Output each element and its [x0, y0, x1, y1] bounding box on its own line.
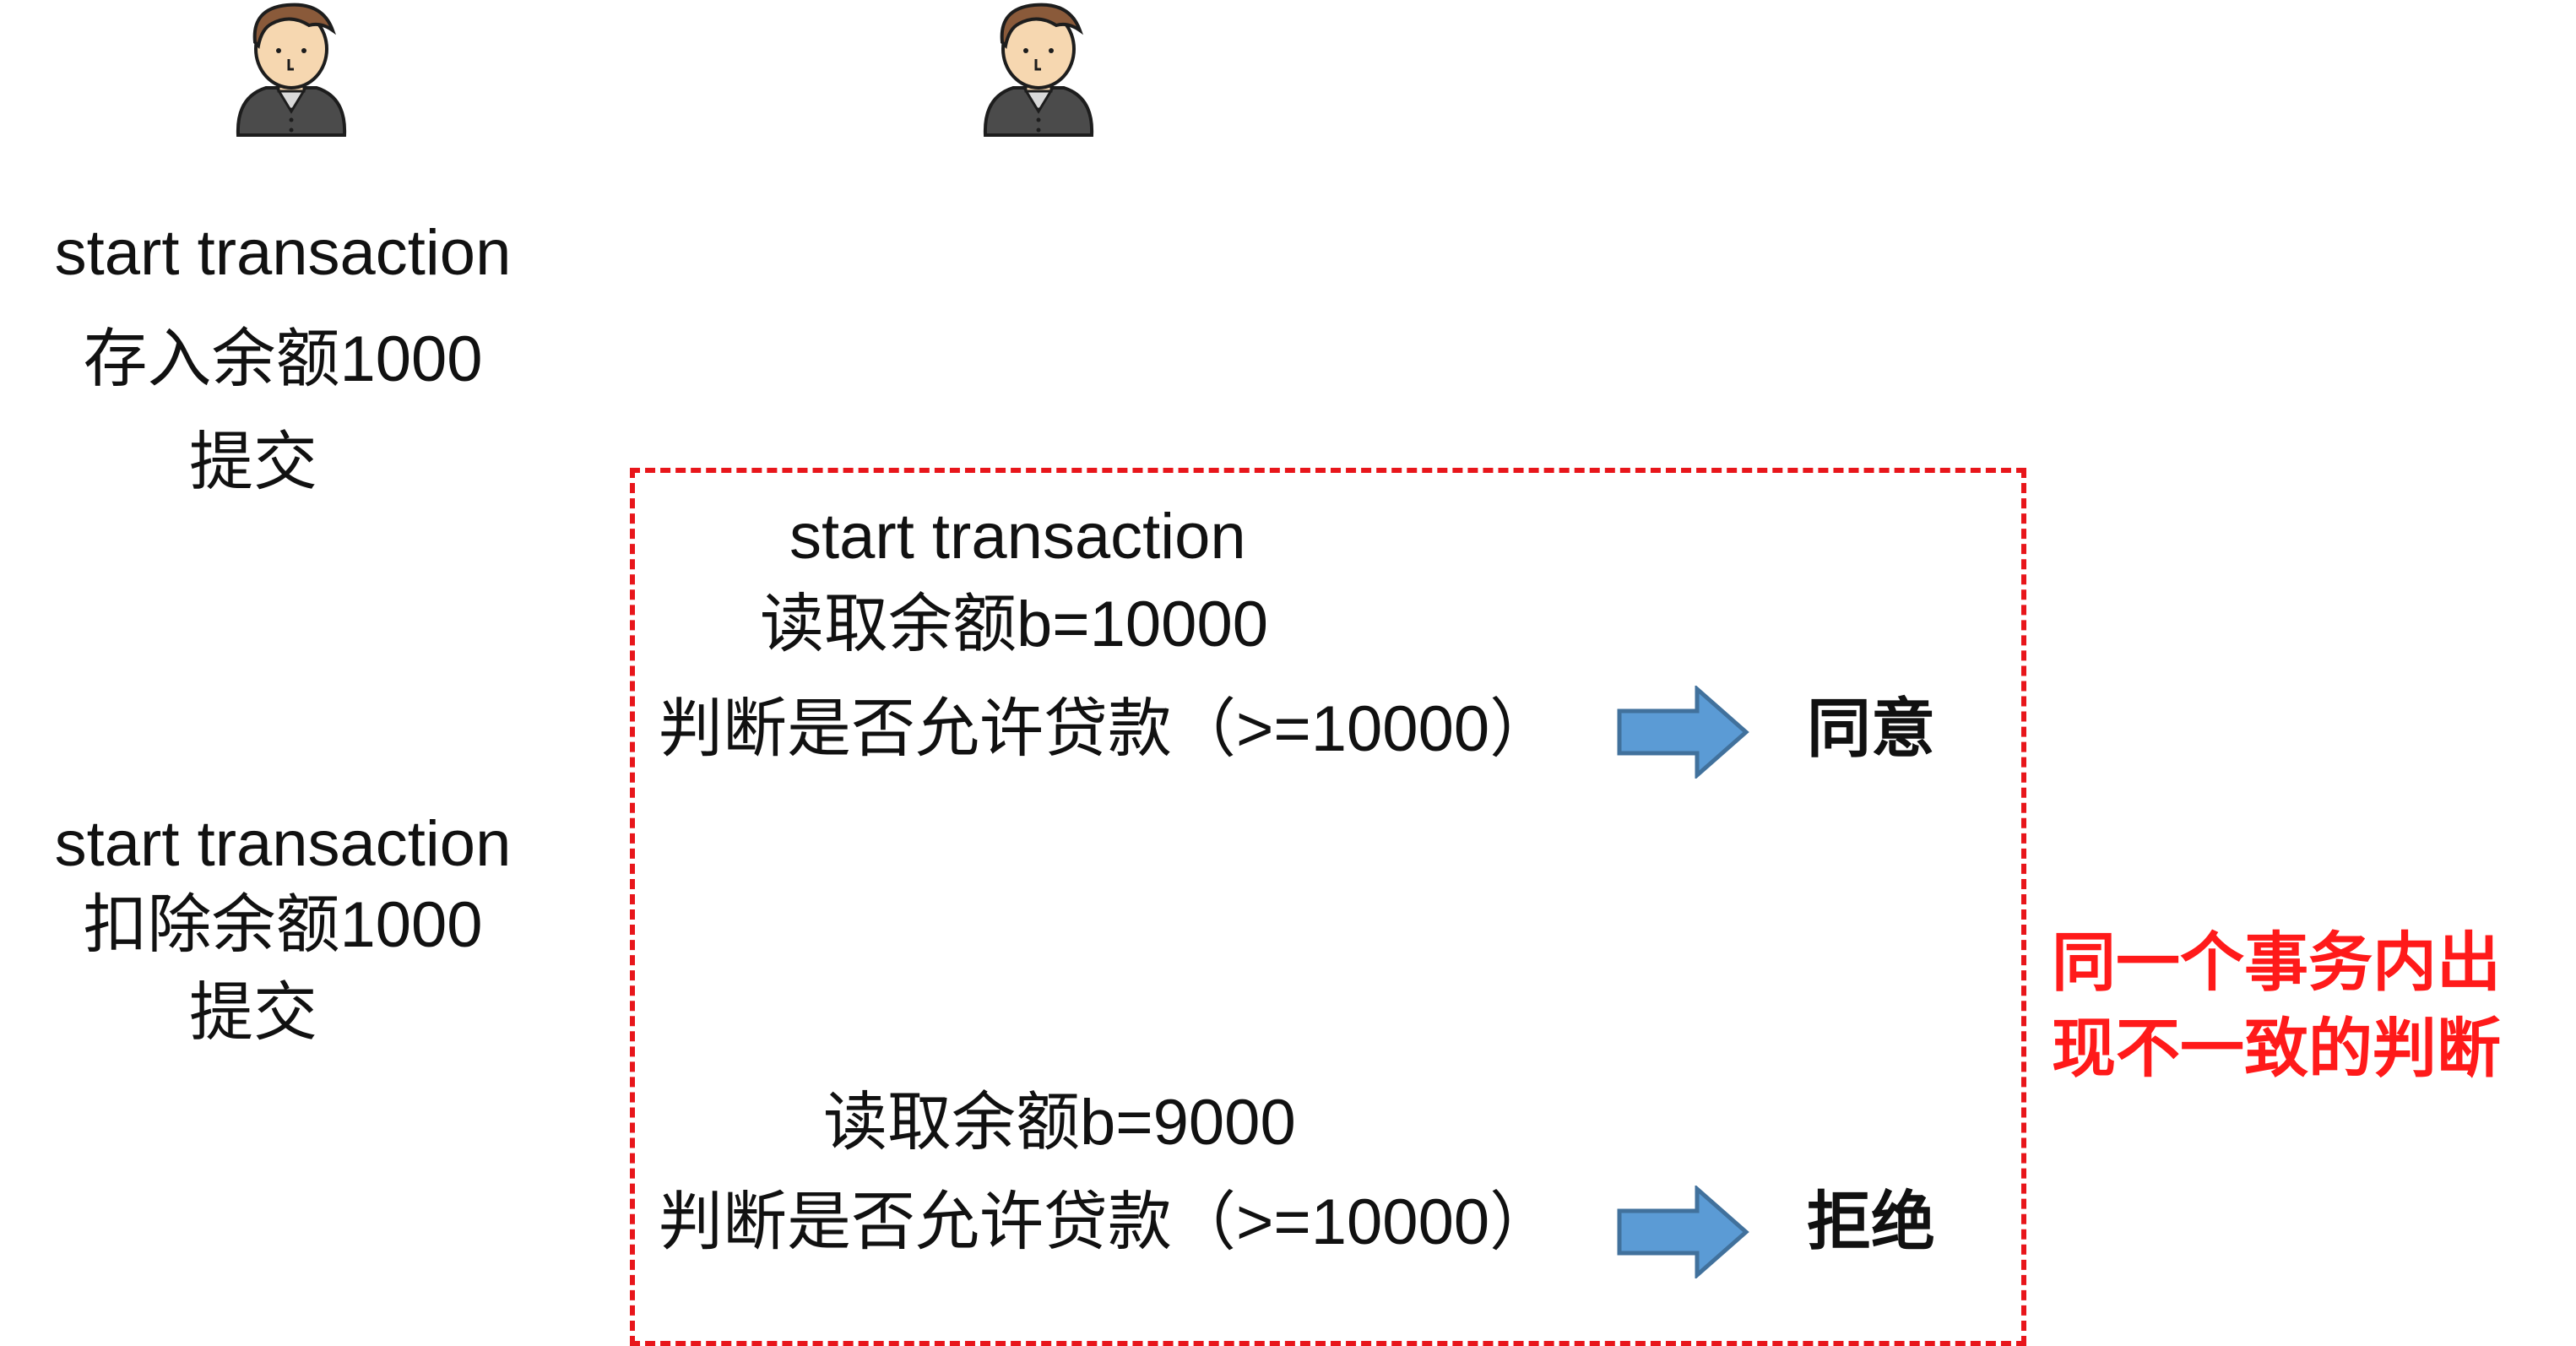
- user-avatar-icon-left: [236, 3, 347, 137]
- left-block2-line1: start transaction: [54, 808, 512, 880]
- user-avatar-icon-right: [983, 3, 1094, 137]
- left-block1-line2: 存入余额1000: [83, 323, 483, 395]
- right-block1-line2: 读取余额b=10000: [760, 589, 1268, 660]
- right-block2-line1: 读取余额b=9000: [823, 1087, 1296, 1159]
- left-block2-line3: 提交: [189, 977, 317, 1049]
- diagram-canvas: start transaction 存入余额1000 提交 start tran…: [54, 3, 2501, 1346]
- right-block1-line1: start transaction: [789, 501, 1246, 573]
- right-block2-line2: 判断是否允许贷款（>=10000）: [659, 1186, 1554, 1258]
- left-block1-line1: start transaction: [54, 217, 512, 289]
- arrow-right-icon-1: [1617, 686, 1749, 779]
- inconsistency-annotation: 同一个事务内出现不一致的判断: [2052, 927, 2501, 1085]
- result-reject: 拒绝: [1807, 1186, 1935, 1258]
- left-block1-line3: 提交: [189, 426, 317, 498]
- result-approve: 同意: [1807, 693, 1935, 765]
- right-block1-line3: 判断是否允许贷款（>=10000）: [659, 693, 1554, 765]
- left-block2-line2: 扣除余额1000: [83, 889, 483, 961]
- arrow-right-icon-2: [1617, 1186, 1749, 1278]
